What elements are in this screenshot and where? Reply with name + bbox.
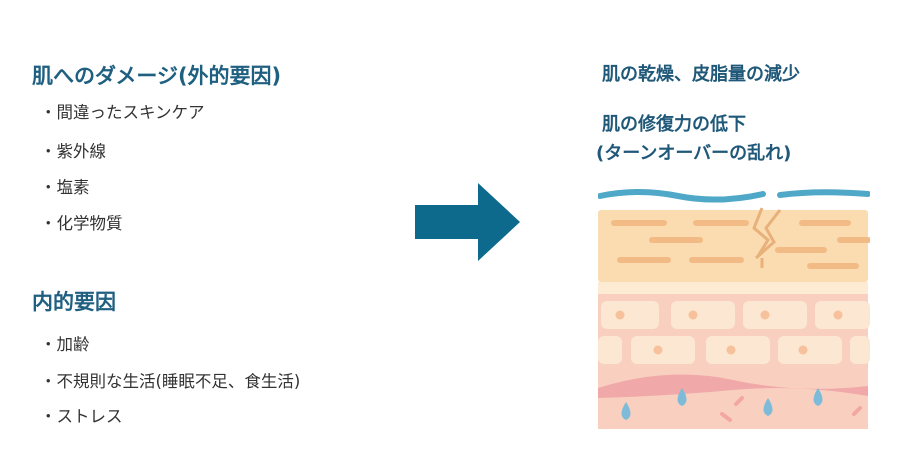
external-factors-heading: 肌へのダメージ(外的要因) bbox=[32, 64, 282, 88]
result-dryness: 肌の乾燥、皮脂量の減少 bbox=[602, 64, 800, 85]
right-arrow-icon bbox=[415, 183, 520, 261]
internal-factors-heading: 内的要因 bbox=[32, 290, 116, 314]
list-item: ・紫外線 bbox=[40, 142, 106, 161]
skin-cross-section-illustration bbox=[598, 189, 870, 429]
list-item: ・間違ったスキンケア bbox=[40, 103, 205, 122]
list-item: ・加齢 bbox=[40, 335, 90, 354]
result-turnover: (ターンオーバーの乱れ) bbox=[596, 143, 792, 164]
list-item: ・化学物質 bbox=[40, 214, 123, 233]
list-item: ・ストレス bbox=[40, 407, 123, 426]
list-item: ・塩素 bbox=[40, 178, 90, 197]
result-repair: 肌の修復力の低下 bbox=[602, 114, 746, 135]
list-item: ・不規則な生活(睡眠不足、食生活) bbox=[40, 372, 301, 391]
